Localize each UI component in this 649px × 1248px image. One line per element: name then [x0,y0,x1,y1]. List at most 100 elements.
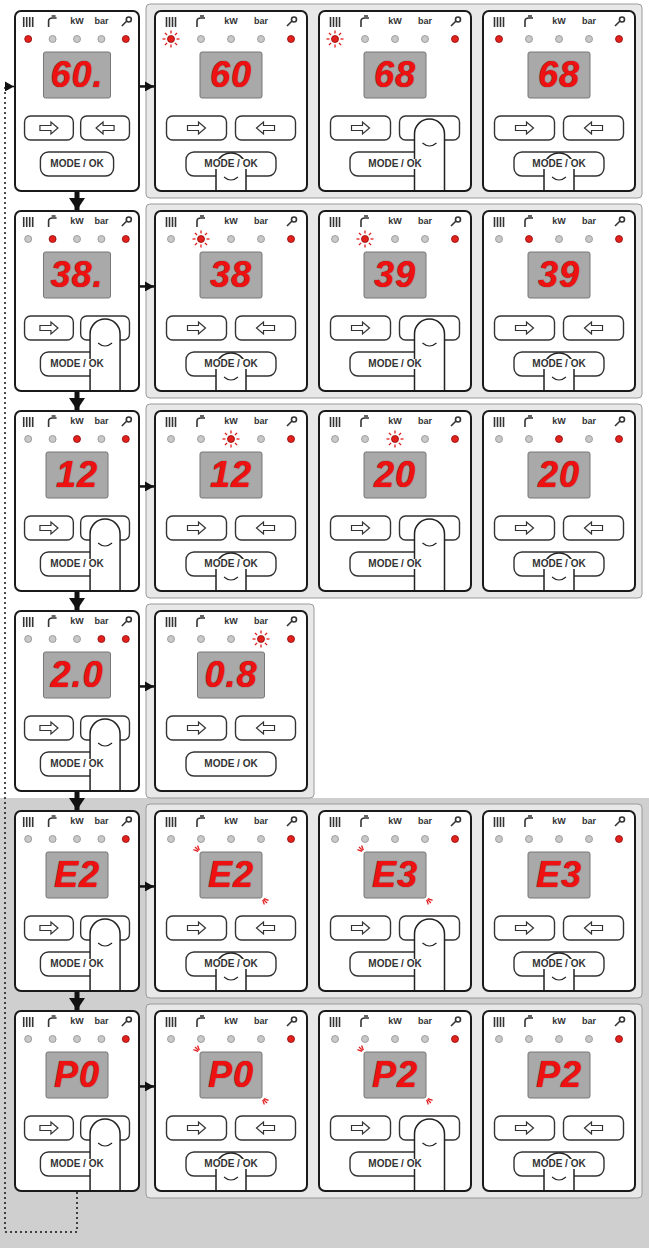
blink-ray [263,900,265,905]
indicator-led [258,236,265,243]
blink-ray [195,243,197,245]
wrench-icon [292,17,297,22]
indicator-led [258,836,265,843]
panel-icons [495,416,625,427]
button-label: MODE / OK [366,1159,423,1169]
radiator-icon [26,417,28,427]
unit-label: kW [224,617,238,626]
indicator-led [258,636,265,643]
indicator-led [25,236,32,243]
wrench-icon [292,417,297,422]
tap-icon [361,816,369,827]
wrench-icon [122,621,127,626]
indicator-led [228,636,235,643]
radiator-icon [172,17,174,27]
display-value: 12 [56,457,98,493]
radiator-icon [175,417,177,427]
unit-label: bar [254,617,268,626]
radiator-icon [333,817,335,827]
flow-arrow [75,792,80,810]
panel-icons [24,816,132,827]
arrow-button [495,516,555,540]
button-label: MODE / OK [366,959,423,969]
wrench-icon [620,17,625,22]
control-panel: 38.kWbarMODE / OK [14,210,140,392]
unit-label: kW [388,1017,402,1026]
tap-icon [49,416,57,427]
display-value: P2 [536,1057,582,1093]
display-window [364,252,426,298]
radiator-icon [494,17,496,27]
blink-ray [329,43,331,45]
panel-icons [495,816,625,827]
radiator-icon [336,17,338,27]
indicator-led [332,836,339,843]
indicator-led [526,436,533,443]
radiator-icon [32,1017,34,1027]
blink-ray [200,231,201,234]
pressing-finger [90,719,120,790]
radiator-icon [29,617,31,627]
display-window [200,52,262,98]
arrow-button [564,916,624,940]
blink-ray [362,845,364,850]
blink-ray [255,643,257,645]
indicator-led [526,1036,533,1043]
indicator-led [496,36,503,43]
blink-ray [235,433,237,435]
button-label: MODE / OK [48,759,105,769]
unit-label: bar [582,217,596,226]
arrow-icon [40,722,58,734]
arrow-button [495,116,555,140]
control-panel: E3kWbarMODE / OK [482,810,636,992]
arrow-icon [516,522,534,534]
arrow-icon [257,1122,275,1134]
radiator-icon [32,417,34,427]
pressing-finger [90,1119,120,1190]
control-panel: 2.0kWbarMODE / OK [14,610,140,792]
indicator-led [25,636,32,643]
wrench-icon [456,817,461,822]
blink-ray [193,238,196,239]
indicator-led [362,836,369,843]
radiator-icon [503,1017,505,1027]
wrench-icon [456,1017,461,1022]
blink-ray [253,638,256,639]
panel-icons [167,416,297,427]
display-value: 20 [538,457,580,493]
wrench-icon [122,221,127,226]
display-value: 60 [210,57,252,93]
blink-ray [341,38,344,39]
radiator-icon [497,817,499,827]
indicator-led [556,836,563,843]
display-value: 38 [210,257,252,293]
indicator-led [362,1036,369,1043]
wrench-icon [620,1017,625,1022]
blink-ray [165,43,167,45]
blink-ray [170,31,171,34]
panel-icons [167,816,297,827]
radiator-icon [497,1017,499,1027]
display-window [46,852,108,898]
arrow-icon [352,122,370,134]
panel-icons [495,16,625,27]
display-window [364,1052,426,1098]
blink-ray [265,633,267,635]
radiator-icon [166,617,168,627]
arrow-icon [585,922,603,934]
finger-nail [224,377,238,380]
display-value: E2 [208,857,254,893]
radiator-icon [166,217,168,227]
indicator-led [98,236,105,243]
button-label: MODE / OK [202,359,259,369]
indicator-led [496,436,503,443]
blink-ray [364,245,365,248]
display-window [528,852,590,898]
display-value: 39 [538,257,580,293]
radiator-icon [333,1017,335,1027]
unit-label: bar [582,17,596,26]
wrench-icon [287,21,292,26]
indicator-led [98,836,105,843]
radiator-icon [172,217,174,227]
wrench-icon [126,417,131,422]
